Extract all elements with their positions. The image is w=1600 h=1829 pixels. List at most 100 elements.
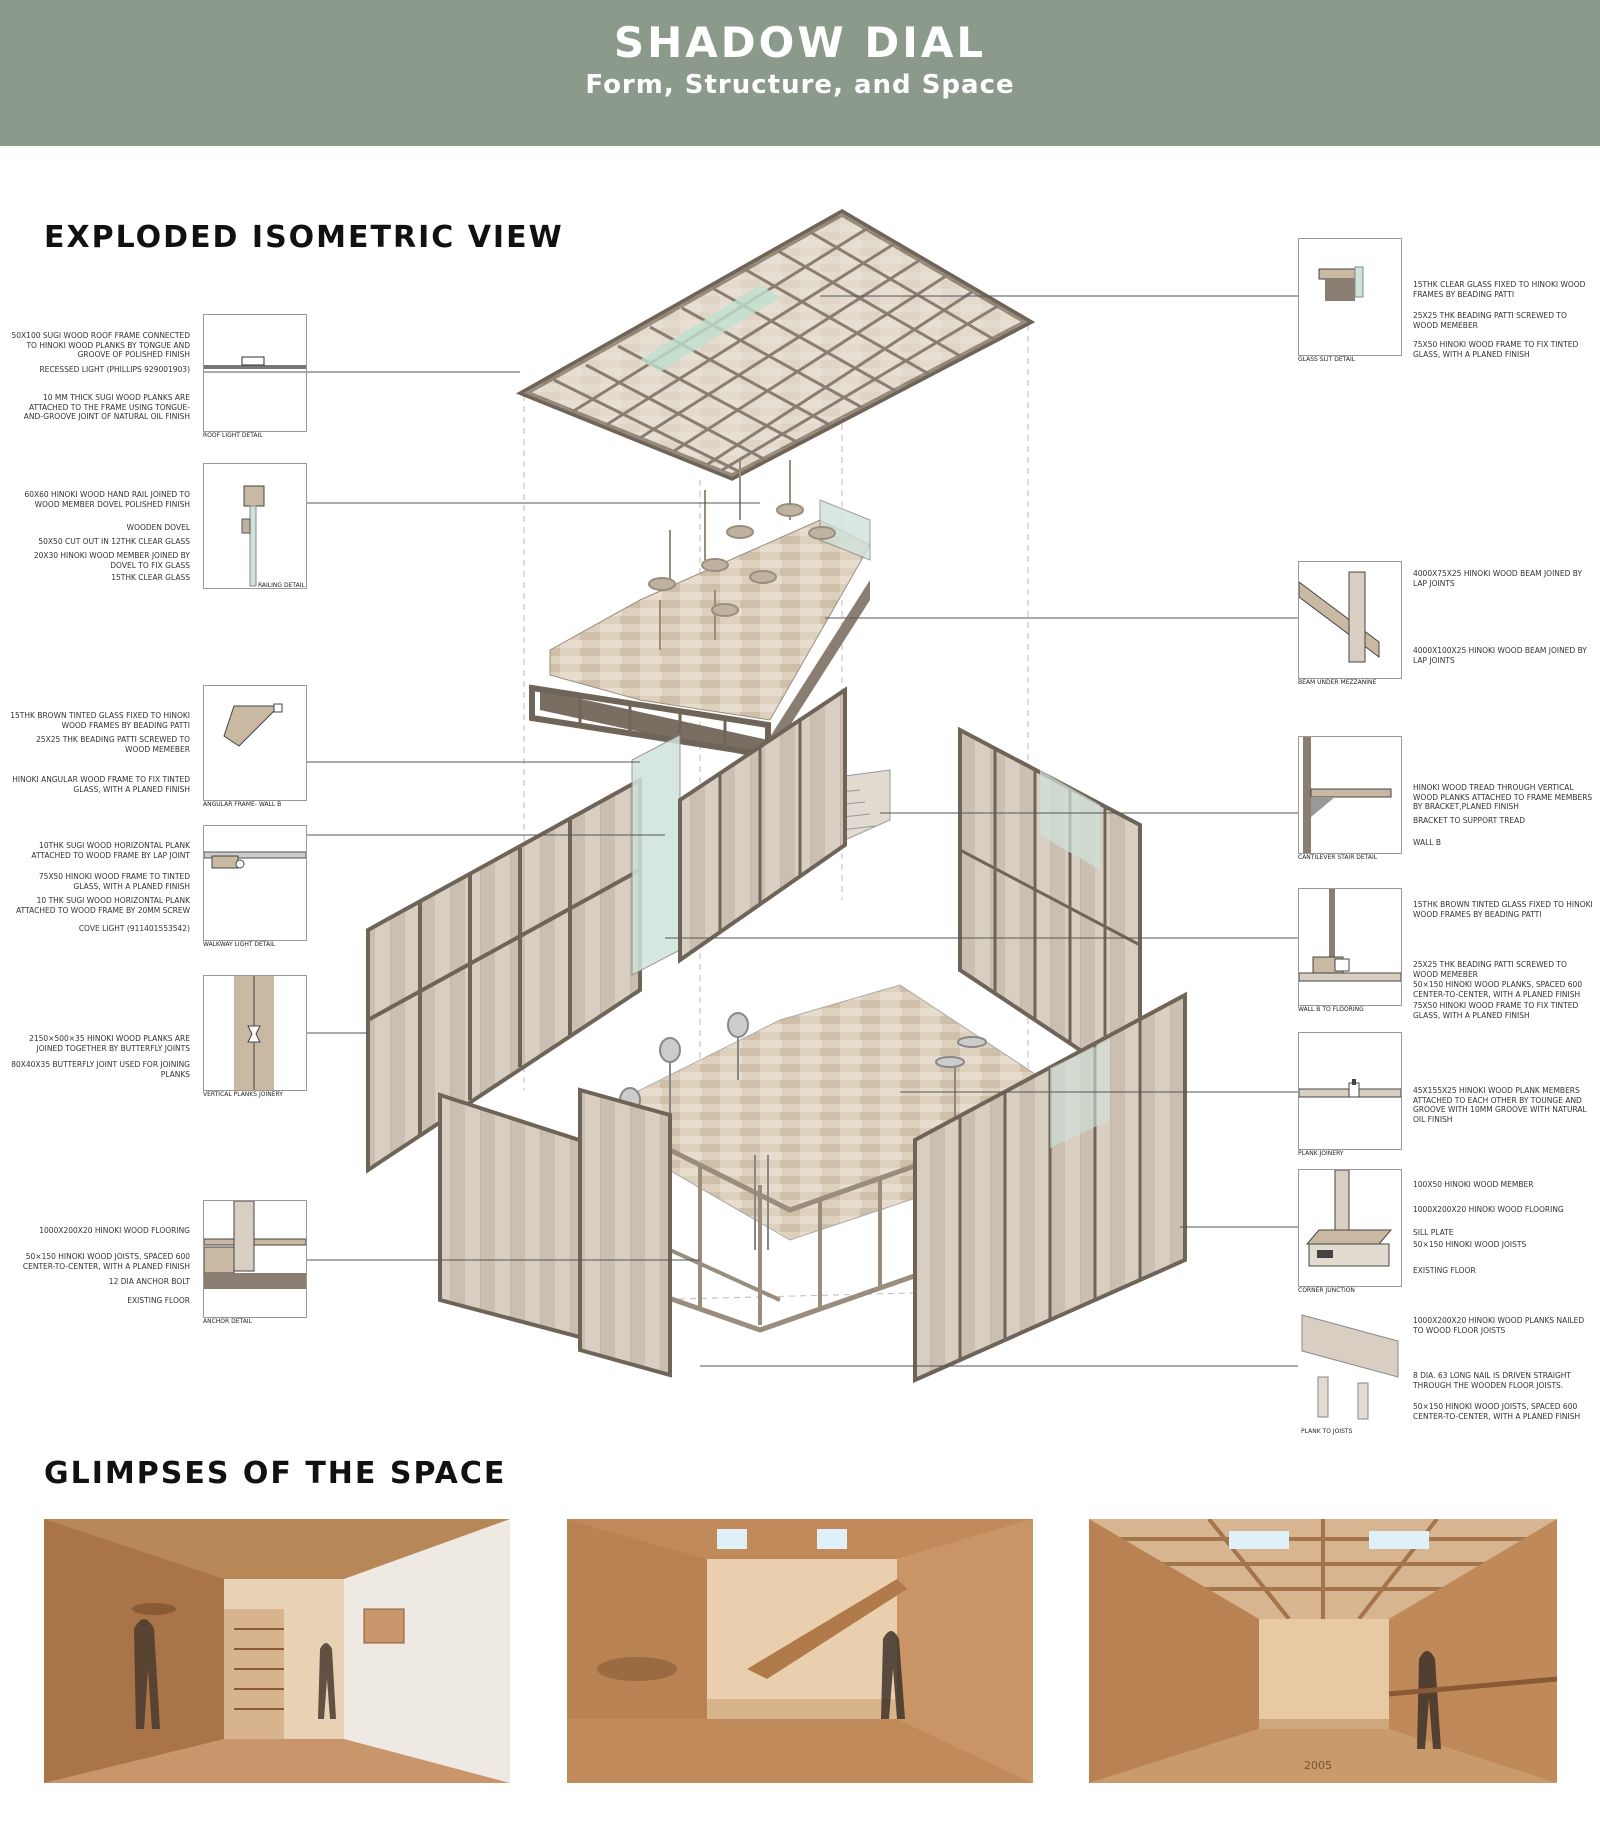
mezzanine-level bbox=[529, 460, 871, 760]
anchor-caption: ANCHOR DETAIL bbox=[203, 1318, 252, 1325]
stair-render-image bbox=[567, 1519, 1033, 1783]
roof-light-label-3: 10 MM THICK SUGI WOOD PLANKS ARE ATTACHE… bbox=[23, 393, 190, 421]
wall-b-back-middle bbox=[678, 686, 847, 964]
walkway-label-1: 10THK SUGI WOOD HORIZONTAL PLANK ATTACHE… bbox=[31, 841, 190, 860]
corner-label-1: 100X50 HINOKI WOOD MEMBER bbox=[1413, 1180, 1534, 1189]
angular-frame-label-3: HINOKI ANGULAR WOOD FRAME TO FIX TINTED … bbox=[12, 775, 190, 794]
cantilever-label-2: BRACKET TO SUPPORT TREAD bbox=[1413, 816, 1526, 825]
angular-frame-caption: ANGULAR FRAME- WALL B bbox=[203, 801, 282, 808]
glass-slit-caption: GLASS SLIT DETAIL bbox=[1298, 356, 1356, 363]
corner-detail-drawing bbox=[1305, 1169, 1393, 1267]
wall-b-label-4: 75X50 HINOKI WOOD FRAME TO FIX TINTED GL… bbox=[1413, 1001, 1579, 1020]
interior-render-stair bbox=[567, 1519, 1033, 1783]
roof-light-caption: ROOF LIGHT DETAIL bbox=[203, 432, 263, 439]
roof-light-detail-box bbox=[203, 314, 307, 432]
angular-frame-detail-drawing bbox=[223, 703, 283, 747]
anchor-label-2: 50×150 HINOKI WOOD JOISTS, SPACED 600 CE… bbox=[22, 1252, 190, 1271]
corner-label-3: SILL PLATE bbox=[1413, 1228, 1454, 1237]
header-banner: SHADOW DIAL Form, Structure, and Space bbox=[0, 0, 1600, 146]
vertical-planks-label-1: 2150×500×35 HINOKI WOOD PLANKS ARE JOINE… bbox=[29, 1034, 190, 1053]
roof-panel bbox=[515, 208, 1036, 481]
roof-light-label-2: RECESSED LIGHT (PHILLIPS 929001903) bbox=[39, 365, 190, 374]
glass-slit-label-3: 75X50 HINOKI WOOD FRAME TO FIX TINTED GL… bbox=[1413, 340, 1579, 359]
interior-render-corridor bbox=[44, 1519, 510, 1783]
vertical-planks-caption: VERTICAL PLANKS JOINERY bbox=[203, 1091, 283, 1098]
cantilever-detail-box bbox=[1298, 736, 1402, 854]
railing-detail-drawing bbox=[241, 485, 265, 587]
interior-render-hall: 2005 bbox=[1089, 1519, 1557, 1783]
walkway-detail-drawing bbox=[203, 851, 307, 869]
railing-label-3: 50X50 CUT OUT IN 12THK CLEAR GLASS bbox=[38, 537, 190, 546]
corner-label-5: EXISTING FLOOR bbox=[1413, 1266, 1476, 1275]
plank-joists-label-2: 8 DIA. 63 LONG NAIL IS DRIVEN STRAIGHT T… bbox=[1413, 1371, 1572, 1390]
anchor-label-4: EXISTING FLOOR bbox=[127, 1296, 190, 1305]
vertical-planks-label-2: 80X40X35 BUTTERFLY JOINT USED FOR JOININ… bbox=[11, 1060, 190, 1079]
wall-b-label-3: 50×150 HINOKI WOOD PLANKS, SPACED 600 CE… bbox=[1413, 980, 1583, 999]
wall-c-front-left bbox=[438, 1087, 672, 1378]
walkway-label-4: COVE LIGHT (911401553542) bbox=[78, 924, 190, 933]
wall-b-back-left bbox=[366, 734, 681, 1174]
glass-slit-label-2: 25X25 THK BEADING PATTI SCREWED TO WOOD … bbox=[1413, 311, 1567, 330]
walkway-label-3: 10 THK SUGI WOOD HORIZONTAL PLANK ATTACH… bbox=[16, 896, 190, 915]
cantilever-detail-drawing bbox=[1303, 737, 1392, 853]
railing-label-4: 20X30 HINOKI WOOD MEMBER JOINED BY DOVEL… bbox=[33, 551, 190, 570]
page-title: SHADOW DIAL bbox=[613, 18, 987, 67]
cantilever-label-1: HINOKI WOOD TREAD THROUGH VERTICAL WOOD … bbox=[1413, 783, 1593, 811]
ground-floor bbox=[556, 984, 1122, 1333]
walkway-label-2: 75X50 HINOKI WOOD FRAME TO TINTED GLASS,… bbox=[38, 872, 190, 891]
section-title-isometric: EXPLODED ISOMETRIC VIEW bbox=[44, 220, 564, 255]
anchor-detail-drawing bbox=[203, 1200, 307, 1289]
corridor-render-image bbox=[44, 1519, 510, 1783]
hall-render-image: 2005 bbox=[1089, 1519, 1557, 1783]
angular-frame-label-2: 25X25 THK BEADING PATTI SCREWED TO WOOD … bbox=[36, 735, 190, 754]
corner-caption: CORNER JUNCTION bbox=[1298, 1287, 1355, 1294]
railing-label-1: 60X60 HINOKI WOOD HAND RAIL JOINED TO WO… bbox=[24, 490, 190, 509]
plank-joists-detail-box bbox=[1298, 1311, 1400, 1427]
anchor-label-3: 12 DIA ANCHOR BOLT bbox=[108, 1277, 190, 1286]
glass-slit-detail-box bbox=[1298, 238, 1402, 356]
beam-caption: BEAM UNDER MEZZANINE bbox=[1298, 679, 1377, 686]
plank-joinery-detail-box bbox=[1298, 1032, 1402, 1150]
section-title-glimpses: GLIMPSES OF THE SPACE bbox=[44, 1456, 507, 1491]
plank-joinery-detail-drawing bbox=[1298, 1079, 1402, 1098]
wall-b-label-2: 25X25 THK BEADING PATTI SCREWED TO WOOD … bbox=[1413, 960, 1567, 979]
leader-lines bbox=[305, 295, 1298, 1367]
walkway-caption: Walkway light detail bbox=[203, 941, 276, 948]
railing-detail-box bbox=[203, 463, 307, 589]
anchor-detail-box bbox=[203, 1200, 307, 1318]
plank-joists-label-1: 1000X200X20 HINOKI WOOD PLANKS NAILED TO… bbox=[1413, 1316, 1585, 1335]
floor-engraving-text: 2005 bbox=[1304, 1759, 1332, 1772]
angular-frame-detail-box bbox=[203, 685, 307, 801]
roof-light-label-1: 50X100 SUGI WOOD ROOF FRAME CONNECTED TO… bbox=[11, 331, 190, 359]
page-subtitle: Form, Structure, and Space bbox=[585, 70, 1015, 100]
wall-b-detail-drawing bbox=[1298, 889, 1402, 982]
plank-joinery-label-1: 45X155X25 HINOKI WOOD PLANK MEMBERS ATTA… bbox=[1413, 1086, 1587, 1124]
beam-detail-box bbox=[1298, 561, 1402, 679]
wall-b-detail-box bbox=[1298, 888, 1402, 1006]
plank-joists-label-3: 50×150 HINOKI WOOD JOISTS, SPACED 600 CE… bbox=[1413, 1402, 1581, 1421]
cantilever-caption: CANTILEVER STAIR DETAIL bbox=[1298, 854, 1378, 861]
angular-frame-label-1: 15THK BROWN TINTED GLASS FIXED TO HINOKI… bbox=[10, 711, 190, 730]
railing-label-5: 15THK CLEAR GLASS bbox=[111, 573, 190, 582]
exploded-isometric-drawing bbox=[305, 208, 1298, 1384]
railing-label-2: WOODEN DOVEL bbox=[126, 523, 190, 532]
plank-joists-detail-drawing bbox=[1301, 1314, 1399, 1420]
anchor-label-1: 1000X200X20 HINOKI WOOD FLOORING bbox=[39, 1226, 190, 1235]
glass-slit-label-1: 15THK CLEAR GLASS FIXED TO HINOKI WOOD F… bbox=[1413, 280, 1586, 299]
roof-light-detail-drawing bbox=[204, 356, 306, 373]
wall-d-front-right bbox=[913, 991, 1187, 1384]
beam-label-2: 4000X100X25 HINOKI WOOD BEAM JOINED BY L… bbox=[1413, 646, 1587, 665]
beam-label-1: 4000X75X25 HINOKI WOOD BEAM JOINED BY LA… bbox=[1413, 569, 1583, 588]
beam-detail-drawing bbox=[1298, 571, 1380, 663]
vertical-planks-detail-box bbox=[203, 975, 307, 1091]
corner-label-4: 50×150 HINOKI WOOD JOISTS bbox=[1413, 1240, 1527, 1249]
railing-caption: RAILING DETAIL bbox=[258, 582, 305, 589]
corner-detail-box bbox=[1298, 1169, 1402, 1287]
plank-joists-caption: PLANK TO JOISTS bbox=[1301, 1428, 1353, 1435]
glass-slit-detail-drawing bbox=[1318, 266, 1364, 301]
wall-b-label-1: 15THK BROWN TINTED GLASS FIXED TO HINOKI… bbox=[1413, 900, 1593, 919]
wall-b-caption: WALL B TO FLOORING bbox=[1298, 1006, 1364, 1013]
plank-joinery-caption: PLANK JOINERY bbox=[1298, 1150, 1344, 1157]
walkway-detail-box bbox=[203, 825, 307, 941]
corner-label-2: 1000X200X20 HINOKI WOOD FLOORING bbox=[1413, 1205, 1564, 1214]
